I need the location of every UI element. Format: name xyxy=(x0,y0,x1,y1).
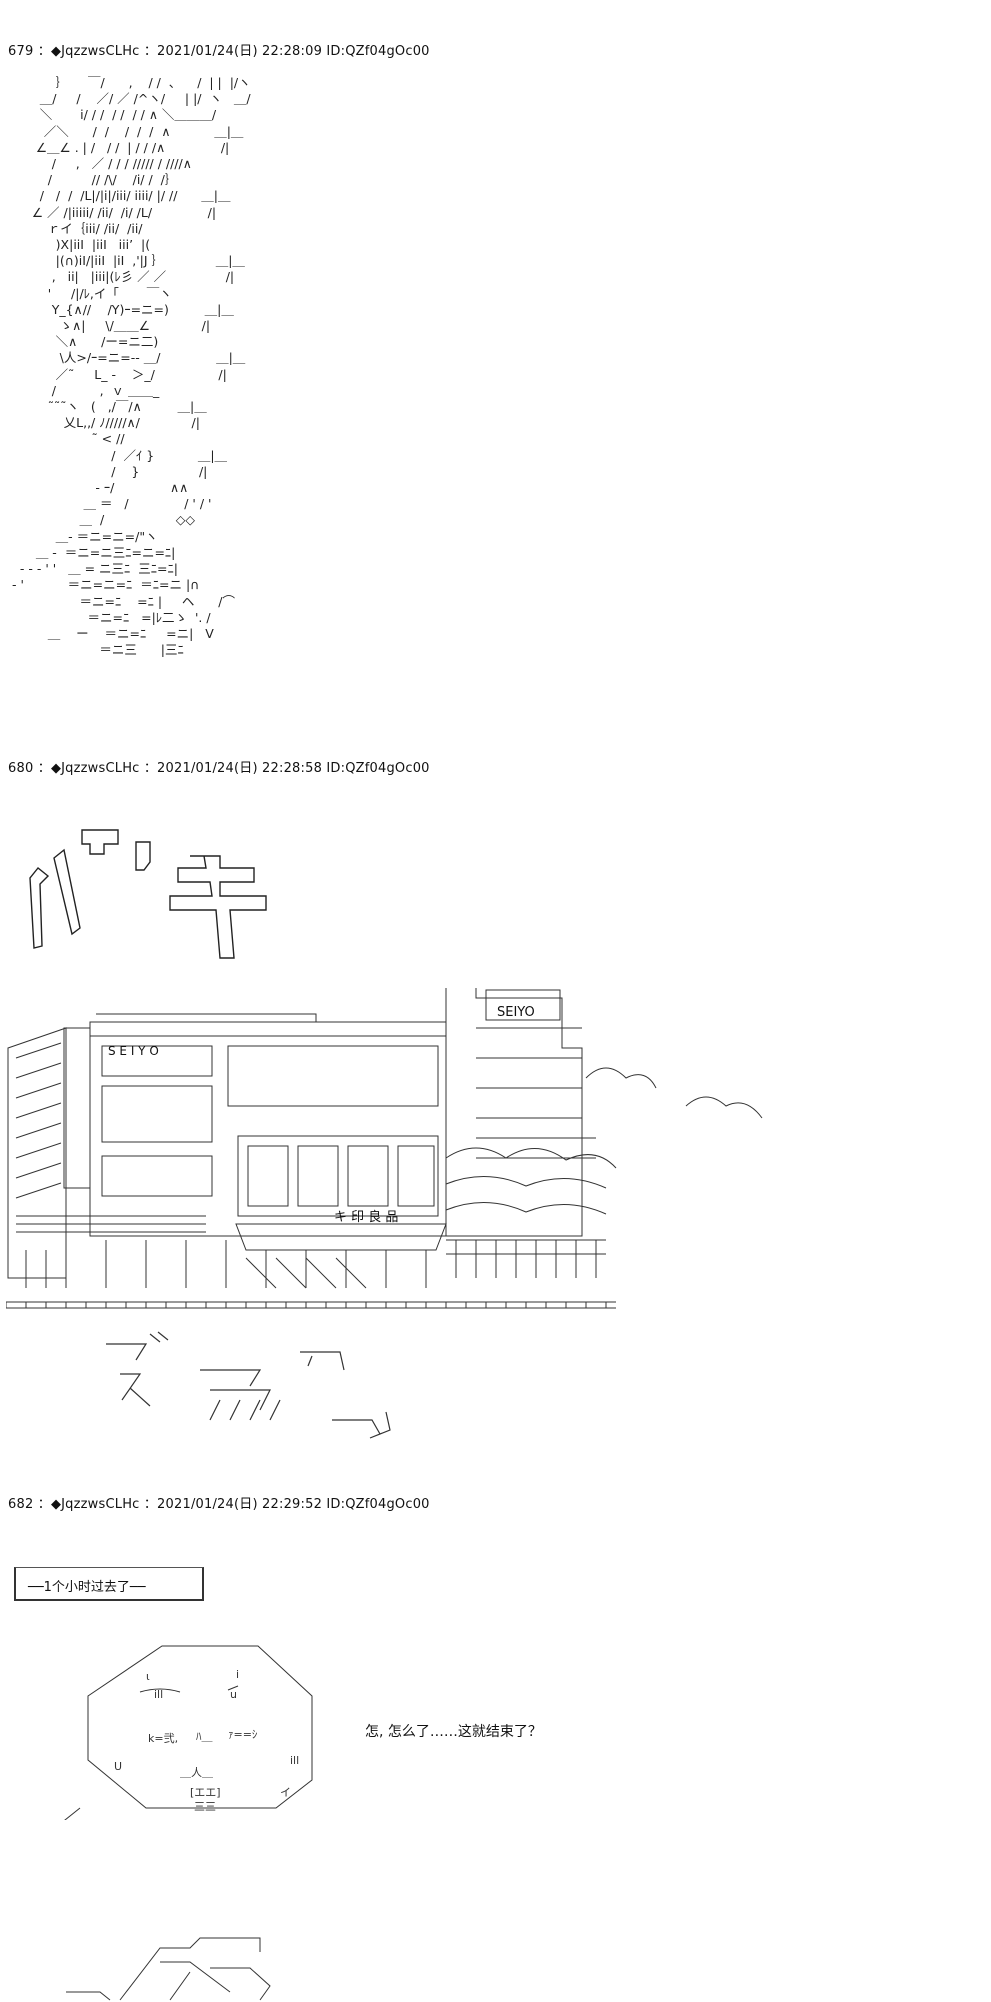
svg-text:ι: ι xyxy=(146,1670,150,1683)
svg-text:イ: イ xyxy=(280,1786,291,1799)
svg-text:三三: 三三 xyxy=(194,1800,216,1813)
bottom-partial-art xyxy=(66,1937,271,2001)
seiyo-sign: SEIYO xyxy=(497,1005,535,1020)
svg-text:ﾊ＿: ﾊ＿ xyxy=(196,1730,213,1743)
svg-text:[エエ]: [エエ] xyxy=(190,1786,221,1799)
time-passed-box: ──1个小时过去了── xyxy=(14,1567,204,1601)
svg-text:k=弐,: k=弐, xyxy=(148,1732,178,1745)
post-header-680: 680 ：◆JqzzwsCLHc ：2021/01/24(日) 22:28:58… xyxy=(8,761,430,776)
svg-text:ill: ill xyxy=(290,1754,299,1767)
shopping-street-art xyxy=(6,988,763,1309)
paki-sound-effect xyxy=(29,829,267,959)
svg-text:ｧ==ｼ: ｧ==ｼ xyxy=(228,1728,258,1741)
shocked-face-art: ι i ill u k=弐, ﾊ＿ ｧ==ｼ U ill ＿人＿ [エエ] 三三… xyxy=(64,1645,313,1820)
time-passed-text: ──1个小时过去了── xyxy=(28,1580,146,1595)
shop-sign: キ 印 良 品 xyxy=(334,1210,399,1225)
svg-text:i: i xyxy=(236,1668,239,1681)
ascii-art-679: ｝ ￣/ , / / 、 / | | |/ヽ ＿/ / ／/ ／ /^ヽ/ | … xyxy=(11,75,251,658)
svg-text:＿人＿: ＿人＿ xyxy=(180,1766,213,1779)
post-header-682: 682 ：◆JqzzwsCLHc ：2021/01/24(日) 22:29:52… xyxy=(8,1497,430,1512)
post-header-679: 679 ：◆JqzzwsCLHc ：2021/01/24(日) 22:28:09… xyxy=(8,44,430,59)
svg-text:U: U xyxy=(114,1760,122,1773)
seiyo-dotted-sign: S E I Y O xyxy=(108,1044,159,1058)
rumble-sound-effect xyxy=(106,1331,391,1439)
dialog-text: 怎, 怎么了……这就结束了？ xyxy=(365,1724,542,1740)
svg-text:ill: ill xyxy=(154,1688,163,1701)
svg-text:u: u xyxy=(230,1688,237,1701)
